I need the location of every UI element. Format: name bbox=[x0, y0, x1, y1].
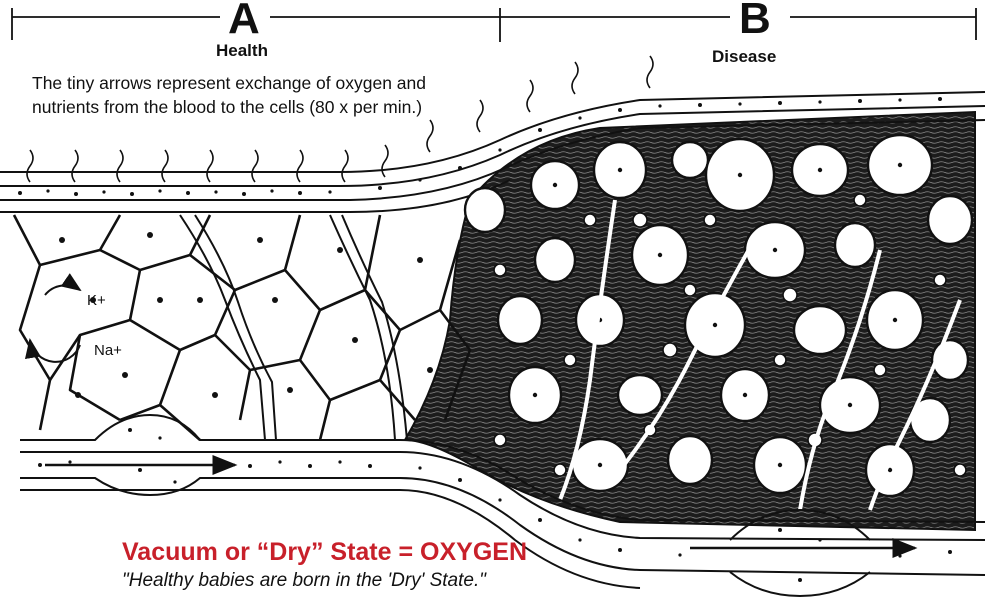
annotation-line-1: The tiny arrows represent exchange of ox… bbox=[32, 73, 426, 94]
healthy-cells bbox=[14, 215, 470, 440]
sodium-ion-label: Na+ bbox=[94, 342, 122, 359]
section-b-label: Disease bbox=[712, 47, 776, 67]
annotation-line-2: nutrients from the blood to the cells (8… bbox=[32, 97, 422, 118]
section-header-rules bbox=[12, 8, 976, 42]
potassium-ion-label: K+ bbox=[87, 292, 106, 309]
section-a-letter: A bbox=[228, 0, 260, 41]
dry-state-headline: Vacuum or “Dry” State = OXYGEN bbox=[122, 538, 527, 567]
healthy-babies-quote: "Healthy babies are born in the 'Dry' St… bbox=[122, 570, 486, 592]
section-b-letter: B bbox=[739, 0, 771, 41]
sodium-potassium-pump-icon bbox=[30, 285, 80, 361]
section-a-label: Health bbox=[216, 41, 268, 61]
